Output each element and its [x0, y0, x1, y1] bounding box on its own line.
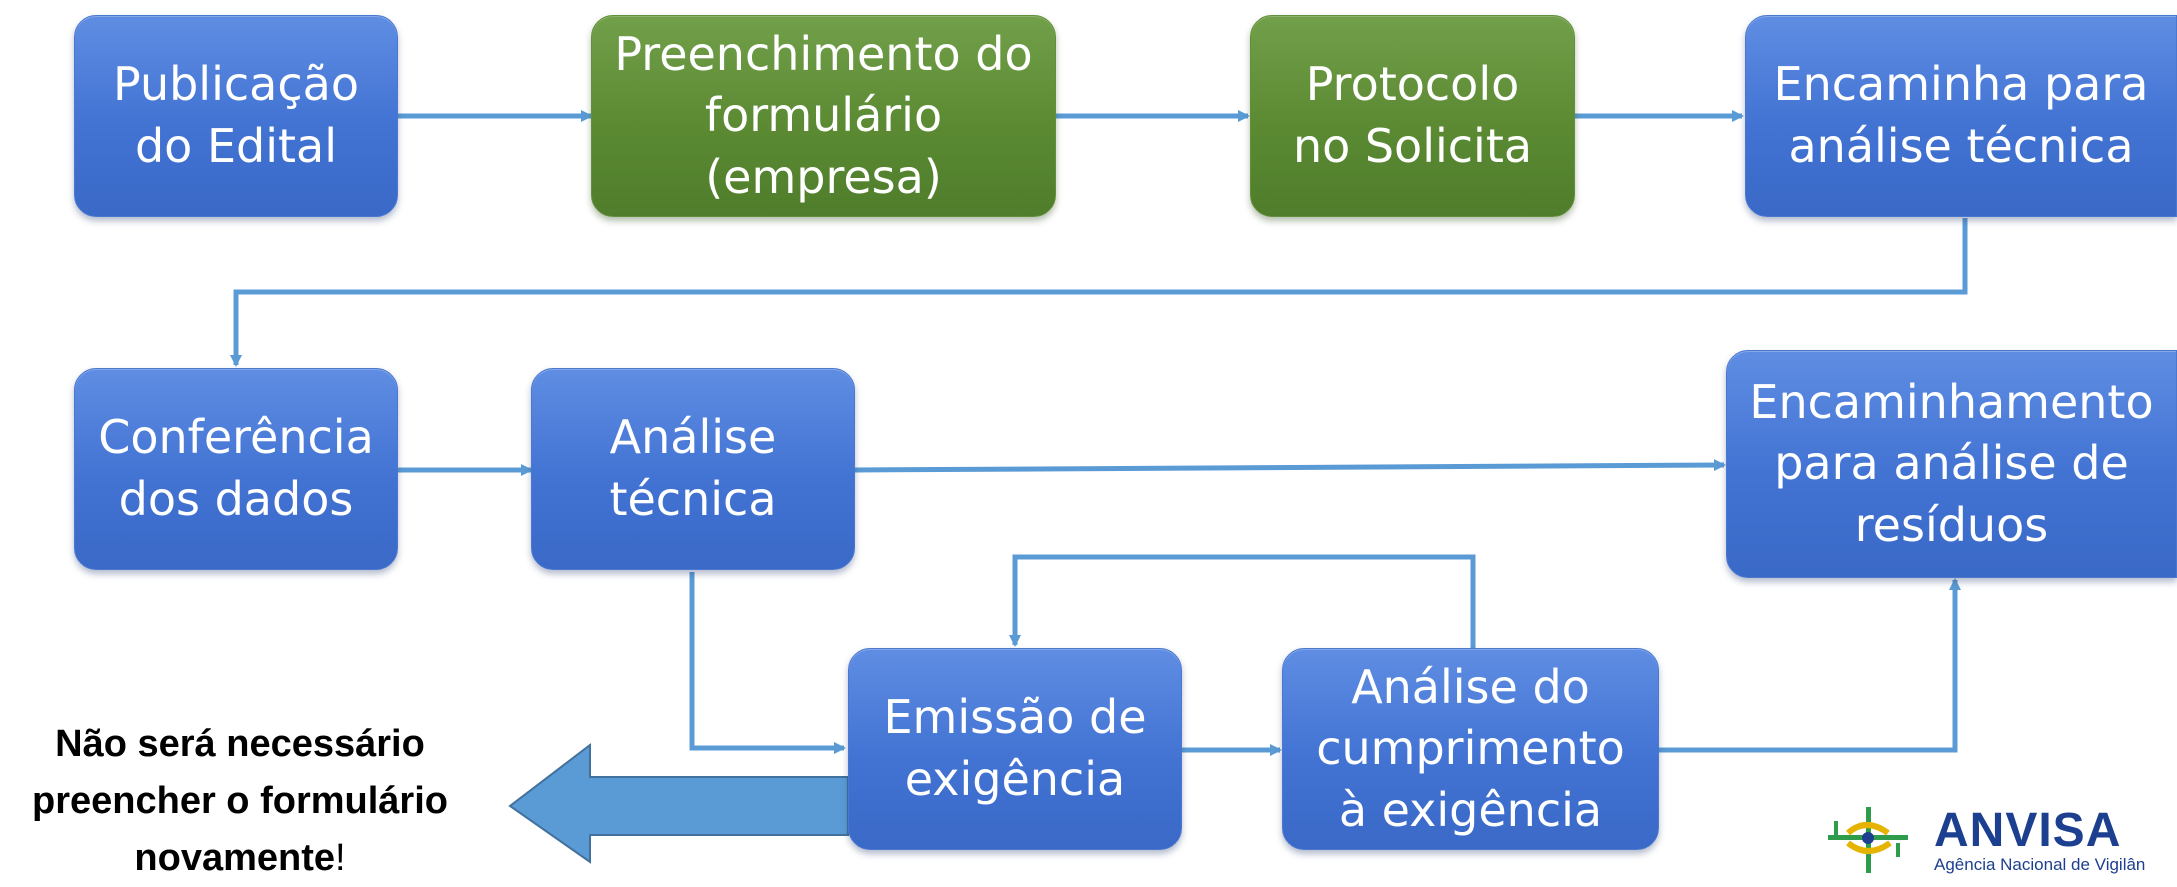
edge-analise-emissao [689, 572, 846, 754]
node-protocolo-line: no Solicita [1292, 119, 1533, 173]
logo-subtitle: Agência Nacional de Vigilân [1934, 855, 2146, 874]
node-encaminha-line: Encaminha para [1773, 57, 2149, 112]
node-conferencia: Conferência dos dados [74, 368, 398, 570]
anvisa-emblem-icon [1828, 807, 1908, 873]
node-preenchimento-line: formulário [704, 88, 943, 143]
note-exclamation: ! [335, 837, 346, 879]
node-emissao: Emissão de exigência [848, 648, 1182, 850]
node-encaminhamento-residuos-line: Encaminhamento [1749, 374, 2154, 429]
node-emissao-line: Emissão de [883, 690, 1147, 745]
logo-name: ANVISA [1934, 804, 2122, 857]
node-emissao-line: exigência [904, 752, 1126, 806]
node-preenchimento-line: (empresa) [705, 149, 942, 204]
node-encaminha: Encaminha para análise técnica [1745, 15, 2177, 217]
big-left-arrow-shape [508, 742, 849, 864]
node-encaminhamento-residuos-line: para análise de [1774, 436, 2129, 491]
node-analise-cumprimento-line: Análise do [1351, 659, 1590, 714]
edge-analise-residuos [854, 459, 1726, 473]
node-publicacao-line: do Edital [134, 119, 337, 173]
node-analise-cumprimento-line: à exigência [1338, 782, 1603, 837]
node-encaminhamento-residuos-line: resíduos [1854, 497, 2049, 552]
node-analise-cumprimento: Análise do cumprimento à exigência [1282, 648, 1659, 850]
edge-cumprimento-emissao [1009, 554, 1476, 648]
node-publicacao: Publicação do Edital [74, 15, 398, 217]
node-analise-tecnica: Análise técnica [531, 368, 855, 570]
node-protocolo: Protocolo no Solicita [1250, 15, 1575, 217]
note-text: Não será necessário preencher o formulár… [0, 716, 480, 887]
node-conferencia-line: dos dados [118, 472, 354, 526]
node-analise-cumprimento-line: cumprimento [1316, 721, 1625, 776]
node-preenchimento: Preenchimento do formulário (empresa) [591, 15, 1056, 217]
node-conferencia-line: Conferência [98, 410, 374, 465]
edge-cumprimento-residuos [1659, 578, 1961, 753]
edge-encaminha-conferencia [230, 218, 1968, 367]
node-encaminhamento-residuos: Encaminhamento para análise de resíduos [1726, 350, 2177, 578]
node-preenchimento-line: Preenchimento do [614, 26, 1033, 81]
node-analise-tecnica-line: técnica [609, 472, 777, 526]
anvisa-logo: ANVISA Agência Nacional de Vigilân [1826, 803, 2177, 877]
note-bold: Não será necessário preencher o formulár… [32, 723, 448, 879]
node-protocolo-line: Protocolo [1305, 57, 1520, 112]
node-publicacao-line: Publicação [113, 57, 359, 112]
node-encaminha-line: análise técnica [1788, 119, 2134, 173]
node-analise-tecnica-line: Análise [609, 410, 777, 465]
